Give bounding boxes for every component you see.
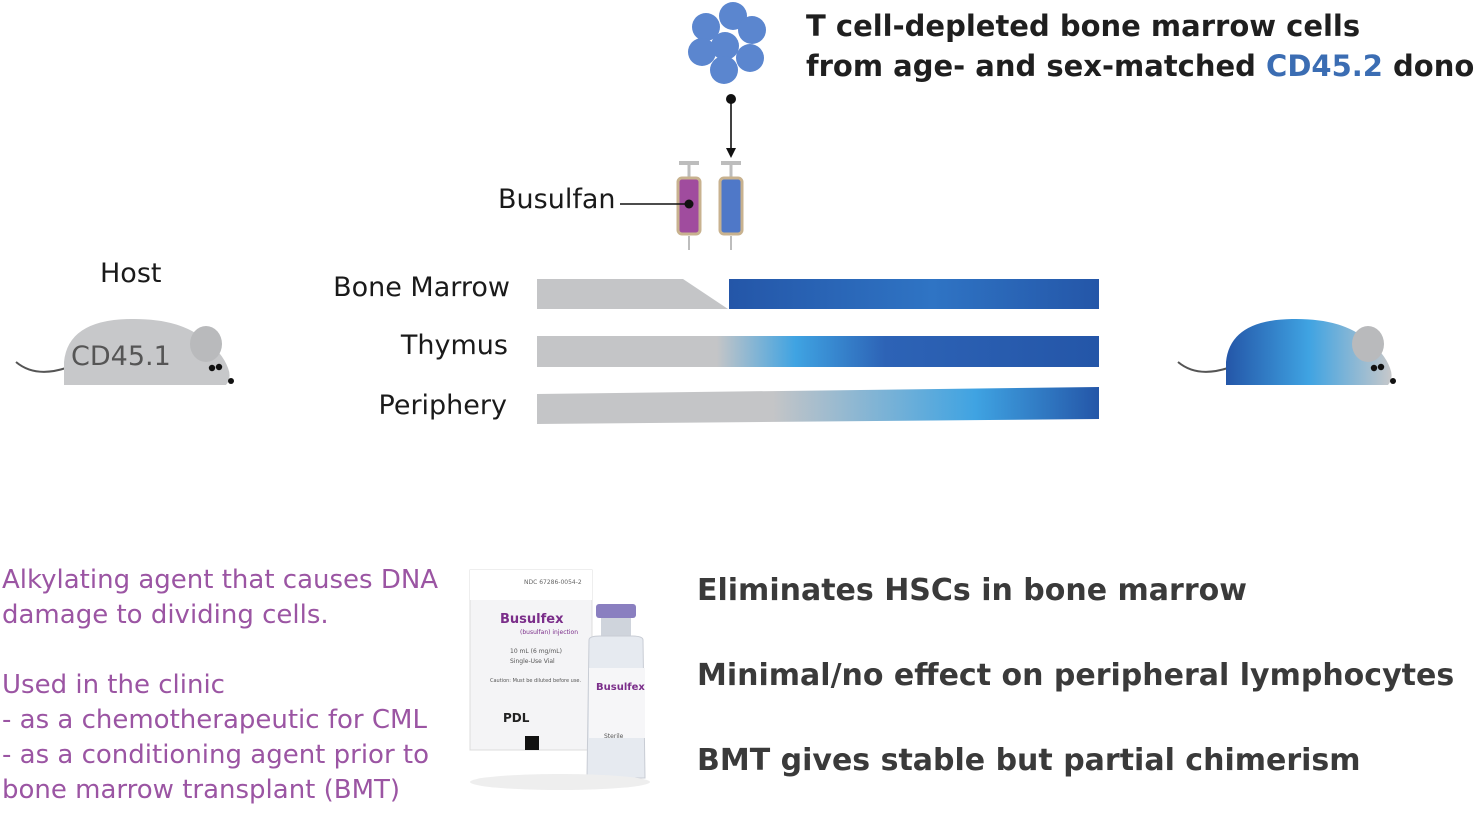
effect-item-1: Eliminates HSCs in bone marrow — [697, 573, 1247, 608]
bmt-syringe-icon — [718, 161, 744, 250]
bone-marrow-donor-segment — [729, 279, 1099, 309]
compartment-label-thymus: Thymus — [400, 330, 508, 361]
bone-marrow-bar — [537, 279, 1099, 309]
product-ndc: NDC 67286-0054-2 — [524, 579, 582, 586]
clinic-use-3: bone marrow transplant (BMT) — [2, 775, 401, 805]
clinic-header: Used in the clinic — [2, 670, 225, 700]
effect-item-3: BMT gives stable but partial chimerism — [697, 743, 1361, 778]
donor-line-2-prefix: from age- and sex-matched — [806, 49, 1267, 83]
product-brand: Busulfex — [500, 612, 564, 627]
product-vial-type: Single-Use Vial — [510, 658, 555, 665]
clinic-use-1: - as a chemotherapeutic for CML — [2, 705, 427, 735]
cell — [688, 38, 716, 66]
compartment-label-bone-marrow: Bone Marrow — [333, 272, 510, 303]
cell — [736, 44, 764, 72]
drug-description-line-1: Alkylating agent that causes DNA — [2, 565, 439, 595]
product-caution: Caution: Must be diluted before use. — [490, 678, 582, 684]
product-maker: PDL — [503, 711, 530, 725]
busulfan-label: Busulfan — [498, 184, 616, 215]
cell — [738, 16, 766, 44]
busulfex-product-image: NDC 67286-0054-2 Busulfex (busulfan) inj… — [469, 569, 650, 790]
product-subtitle: (busulfan) injection — [520, 629, 578, 636]
thymus-bar — [537, 336, 1099, 367]
cell — [710, 56, 738, 84]
chimeric-mouse-icon — [1177, 318, 1396, 385]
injection-arrow — [726, 94, 736, 158]
effect-item-2: Minimal/no effect on peripheral lymphocy… — [697, 658, 1455, 693]
bone-marrow-host-segment — [537, 279, 728, 309]
vial-brand: Busulfex — [596, 682, 645, 693]
donor-line-1: T cell-depleted bone marrow cells — [806, 9, 1361, 43]
busulfan-pointer — [620, 199, 694, 209]
donor-line-2-suffix: donor — [1393, 49, 1476, 83]
product-volume: 10 mL (6 mg/mL) — [510, 648, 562, 655]
host-marker-label: CD45.1 — [71, 341, 171, 372]
drug-description-line-2: damage to dividing cells. — [2, 600, 329, 630]
compartment-label-periphery: Periphery — [378, 390, 507, 421]
vial-sterile: Sterile — [604, 733, 624, 740]
cell — [711, 32, 739, 60]
host-mouse-icon — [15, 318, 234, 385]
arrow-head — [726, 148, 736, 158]
donor-description: T cell-depleted bone marrow cells from a… — [806, 6, 1476, 86]
clinic-use-2: - as a conditioning agent prior to — [2, 740, 430, 770]
donor-marker: CD45.2 — [1266, 49, 1383, 83]
host-label: Host — [100, 258, 162, 289]
periphery-bar — [537, 387, 1099, 424]
donor-line-2: from age- and sex-matched CD45.2 donor — [806, 46, 1476, 86]
cell-cluster-icon — [688, 2, 766, 84]
cell — [692, 13, 720, 41]
